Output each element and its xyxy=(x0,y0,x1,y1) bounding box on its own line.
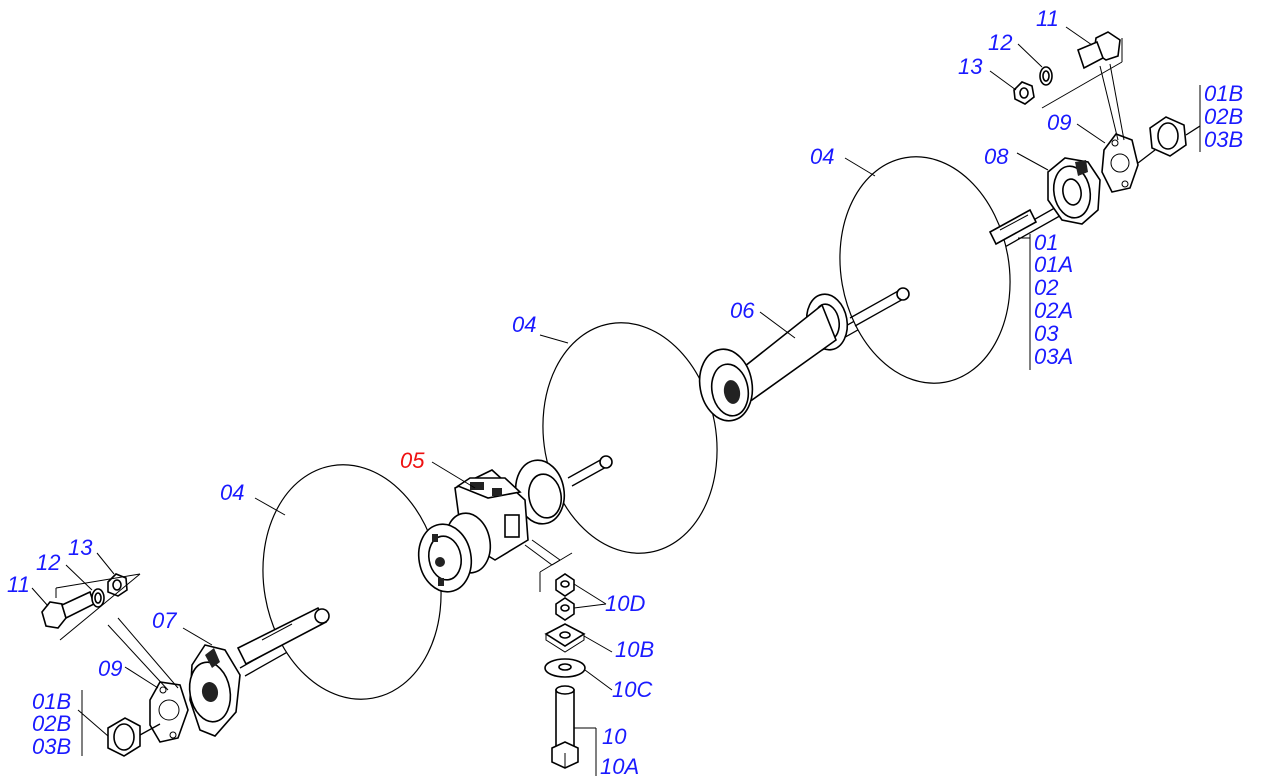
label-13-left: 13 xyxy=(68,535,93,560)
label-05: 05 xyxy=(400,448,425,473)
label-02B-right: 02B xyxy=(1204,104,1243,129)
label-10: 10 xyxy=(602,724,627,749)
hub-07 xyxy=(188,644,241,737)
label-12-left: 12 xyxy=(36,550,60,575)
nut-01B-left xyxy=(107,717,161,757)
label-04-middle: 04 xyxy=(512,312,536,337)
label-03B-left: 03B xyxy=(32,734,71,759)
shaft-key-right xyxy=(988,208,1038,246)
label-11-right: 11 xyxy=(1036,6,1059,31)
label-03: 03 xyxy=(1034,321,1059,346)
disc-04-middle xyxy=(542,322,718,554)
label-01B-right: 01B xyxy=(1204,81,1243,106)
hub-08 xyxy=(1047,157,1101,225)
label-02B-left: 02B xyxy=(32,711,71,736)
label-01: 01 xyxy=(1034,230,1058,255)
bolt-10-stack xyxy=(524,539,586,769)
label-10A: 10A xyxy=(600,754,639,779)
disc-04-left xyxy=(236,464,442,700)
label-13-right: 13 xyxy=(958,54,983,79)
bolt-set-right xyxy=(1013,31,1125,141)
label-03A: 03A xyxy=(1034,344,1073,369)
flange-plate-09-left xyxy=(149,681,189,743)
label-10C: 10C xyxy=(612,677,652,702)
label-10D: 10D xyxy=(605,591,645,616)
label-03B-right: 03B xyxy=(1204,127,1243,152)
disc-04-right xyxy=(839,156,1011,384)
label-09-left: 09 xyxy=(98,656,122,681)
label-08: 08 xyxy=(984,144,1009,169)
bolt-set-left xyxy=(41,573,179,691)
label-02A: 02A xyxy=(1034,298,1073,323)
nut-01B-right xyxy=(1149,116,1201,157)
leader-lines xyxy=(31,26,1201,776)
label-07: 07 xyxy=(152,608,177,633)
label-09-right: 09 xyxy=(1047,110,1071,135)
part-labels: 04 04 04 05 06 07 08 09 09 11 12 13 11 1… xyxy=(7,6,1243,779)
label-04-right: 04 xyxy=(810,144,834,169)
label-02: 02 xyxy=(1034,275,1058,300)
label-11-left: 11 xyxy=(7,572,30,597)
label-12-right: 12 xyxy=(988,30,1012,55)
label-04-left: 04 xyxy=(220,480,244,505)
label-10B: 10B xyxy=(615,637,654,662)
label-01A: 01A xyxy=(1034,252,1073,277)
spacer-06 xyxy=(698,293,849,422)
label-06: 06 xyxy=(730,298,755,323)
flange-plate-09-right xyxy=(1101,133,1156,193)
bearing-unit-05 xyxy=(417,459,566,593)
label-01B-left: 01B xyxy=(32,689,71,714)
